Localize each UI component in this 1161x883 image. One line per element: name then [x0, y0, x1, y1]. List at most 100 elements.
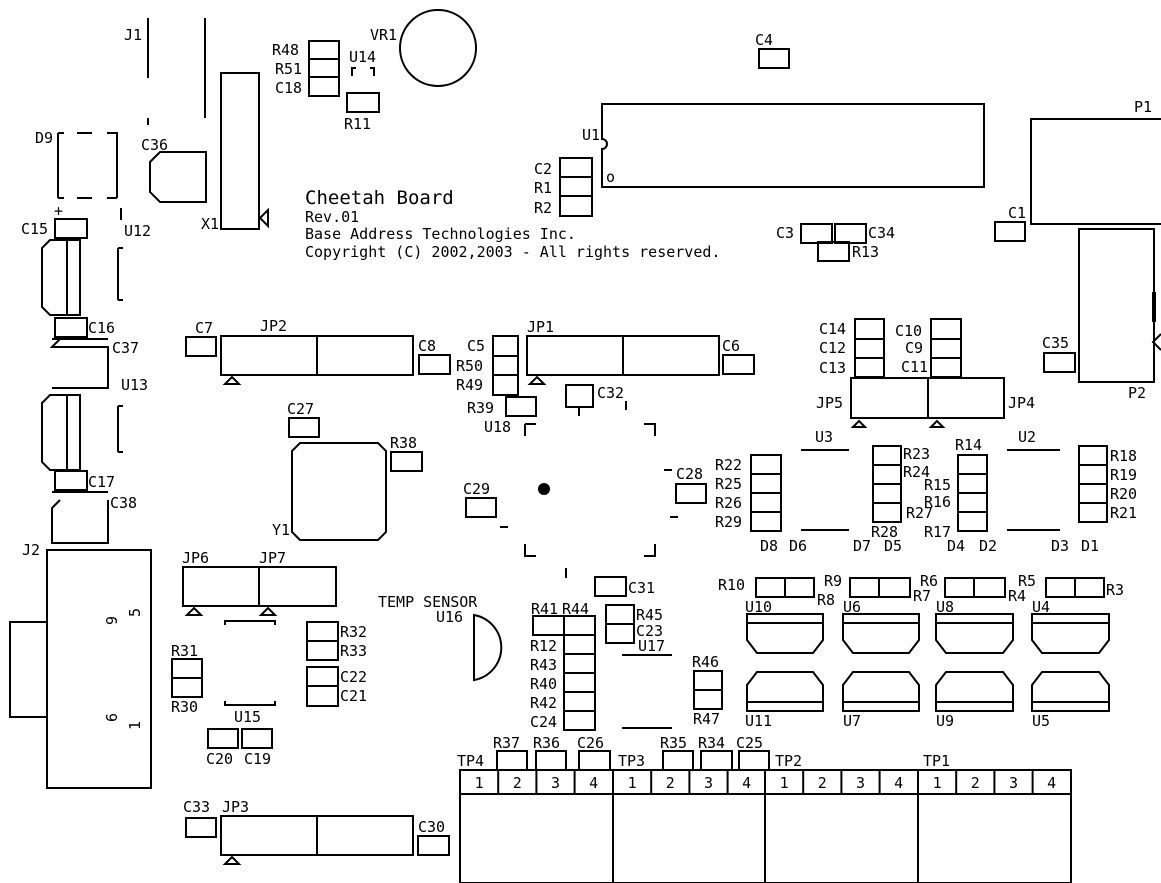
board-copyright: Copyright (C) 2002,2003 - All rights res… — [305, 243, 720, 261]
label-c16: C16 — [88, 319, 115, 337]
resistor-r11: R11 — [344, 92, 380, 133]
resistor-row-r10: R10 R9 R8 R7 R6 R4 R5 R3 — [718, 572, 1124, 609]
label-r45: R45 — [636, 606, 663, 624]
label-c38: C38 — [110, 494, 137, 512]
label-r4: R4 — [1008, 587, 1026, 605]
label-d4: D4 — [947, 537, 965, 555]
label-r2: R2 — [534, 199, 552, 217]
label-jp3: JP3 — [222, 798, 249, 816]
label-c32: C32 — [597, 384, 624, 402]
label-r50: R50 — [456, 357, 483, 375]
testpoint-pin-label: 1 — [933, 774, 942, 792]
temp-sensor-label: TEMP SENSOR — [378, 593, 478, 611]
label-c13: C13 — [819, 359, 846, 377]
label-r43: R43 — [530, 656, 557, 674]
resistor-stack-r22: R22 R25 R26 R29 — [715, 454, 782, 532]
connector-j1: J1 — [124, 18, 206, 125]
label-j2: J2 — [22, 541, 40, 559]
label-r47: R47 — [693, 710, 720, 728]
label-r6: R6 — [920, 572, 938, 590]
label-p1: P1 — [1134, 98, 1152, 116]
label-u8: U8 — [936, 598, 954, 616]
label-r30: R30 — [171, 698, 198, 716]
label-r8: R8 — [817, 591, 835, 609]
j2-pin5: 5 — [126, 608, 144, 617]
label-r33: R33 — [340, 642, 367, 660]
testpoint-pin-label: 3 — [856, 774, 865, 792]
capacitor-c1: C1 — [994, 204, 1026, 242]
label-r23: R23 — [903, 445, 930, 463]
testpoint-pin-label: 2 — [971, 774, 980, 792]
label-d8: D8 — [760, 537, 778, 555]
label-r42: R42 — [530, 694, 557, 712]
label-r20: R20 — [1110, 485, 1137, 503]
label-jp2: JP2 — [260, 317, 287, 335]
label-d1: D1 — [1081, 537, 1099, 555]
label-tp3: TP3 — [618, 752, 645, 770]
label-jp4: JP4 — [1008, 394, 1035, 412]
connector-p1: P1 — [1030, 98, 1161, 225]
testpoint-pin-label: 3 — [704, 774, 713, 792]
label-c35: C35 — [1042, 334, 1069, 352]
label-c5: C5 — [467, 337, 485, 355]
label-c22: C22 — [340, 668, 367, 686]
label-c8: C8 — [418, 337, 436, 355]
label-c29: C29 — [463, 480, 490, 498]
label-c24: C24 — [530, 713, 557, 731]
label-r31: R31 — [171, 642, 198, 660]
label-u7: U7 — [843, 712, 861, 730]
label-c1: C1 — [1008, 204, 1026, 222]
capacitor-c15: C15 + — [21, 202, 88, 239]
label-y1: Y1 — [272, 521, 290, 539]
label-r41: R41 — [531, 600, 558, 618]
chip-row-lower: U11 U7 U9 U5 — [745, 671, 1110, 730]
capacitor-c29: C29 — [463, 480, 497, 518]
testpoint-pin-label: 1 — [628, 774, 637, 792]
testpoint-pin-label: 3 — [551, 774, 560, 792]
label-u14: U14 — [349, 48, 376, 66]
resistor-stack-r14: R14 R15 R16 R17 — [924, 436, 988, 541]
label-d3: D3 — [1051, 537, 1069, 555]
board-title: Cheetah Board — [305, 187, 454, 209]
testpoint-pin-label: 4 — [589, 774, 598, 792]
resistor-stack-r18: R18 R19 R20 R21 — [1078, 445, 1137, 523]
connector-j2: J2 9 5 6 1 — [9, 541, 152, 789]
capacitor-c27: C27 — [287, 400, 320, 438]
label-jp6: JP6 — [182, 549, 209, 567]
label-c19: C19 — [244, 750, 271, 768]
label-r5: R5 — [1018, 572, 1036, 590]
label-r22: R22 — [715, 456, 742, 474]
capacitor-c38: C38 — [51, 491, 137, 544]
label-tp1: TP1 — [923, 752, 950, 770]
connector-p2: P2 — [1078, 228, 1161, 402]
label-c17: C17 — [88, 473, 115, 491]
capacitor-c30: C30 — [417, 818, 450, 856]
capacitor-c31: C31 — [594, 576, 655, 597]
label-c10: C10 — [895, 322, 922, 340]
capacitor-c37: C37 — [49, 338, 139, 389]
header-jp3: JP3 — [220, 798, 414, 865]
label-r46: R46 — [692, 653, 719, 671]
j2-pin1: 1 — [126, 721, 144, 730]
testpoint-pin-label: 4 — [742, 774, 751, 792]
resistor-stack-r23: R23 R24 R27 R28 — [871, 445, 933, 541]
diode-d9: D9 — [35, 129, 118, 199]
label-u3: U3 — [815, 428, 833, 446]
chip-u18: U18 C32 — [484, 384, 678, 578]
label-r11: R11 — [344, 115, 371, 133]
label-r35: R35 — [660, 734, 687, 752]
resistor-stack-c2: C2 R1 R2 — [534, 157, 593, 217]
resistor-r38: R38 — [390, 434, 423, 472]
regulator-left-1 — [41, 239, 123, 316]
testpoint-pin-label: 2 — [513, 774, 522, 792]
label-c6: C6 — [722, 337, 740, 355]
header-jp1: JP1 — [526, 318, 720, 385]
label-u2: U2 — [1018, 428, 1036, 446]
label-c3: C3 — [776, 224, 794, 242]
chip-u3: U3 — [801, 428, 849, 531]
label-r9: R9 — [824, 572, 842, 590]
label-r14: R14 — [955, 436, 982, 454]
header-jp2: JP2 — [220, 317, 414, 385]
label-r48: R48 — [272, 41, 299, 59]
label-c37: C37 — [112, 339, 139, 357]
